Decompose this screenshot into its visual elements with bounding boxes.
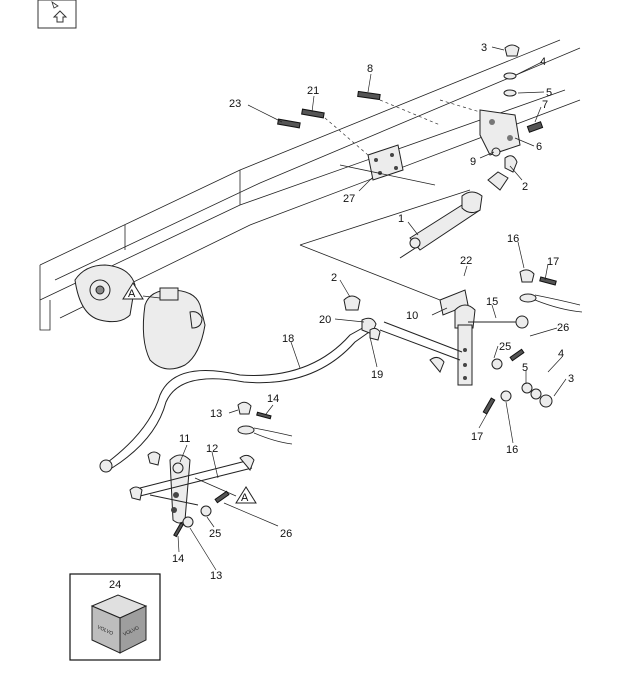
callout-2: 2 bbox=[522, 181, 528, 193]
callout-15: 15 bbox=[486, 296, 498, 308]
ref-a-label: A bbox=[128, 288, 136, 300]
bolts-top bbox=[277, 90, 441, 156]
upper-bracket bbox=[439, 44, 544, 173]
callout-labels: 3 4 5 7 8 21 23 6 9 2 27 1 16 17 22 2 15… bbox=[109, 42, 574, 591]
steering-gear bbox=[74, 264, 206, 370]
callout-25: 25 bbox=[209, 528, 221, 540]
callout-1: 1 bbox=[398, 213, 404, 225]
callout-6: 6 bbox=[536, 141, 542, 153]
reference-marker-a-top: A bbox=[122, 282, 161, 300]
callout-2: 2 bbox=[331, 272, 337, 284]
callout-21: 21 bbox=[307, 85, 319, 97]
callout-24: 24 bbox=[109, 579, 121, 591]
lower-arm-assembly bbox=[129, 451, 255, 538]
callout-5: 5 bbox=[546, 87, 552, 99]
callout-17: 17 bbox=[547, 256, 559, 268]
callout-22: 22 bbox=[460, 255, 472, 267]
callout-27: 27 bbox=[343, 193, 355, 205]
center-bracket bbox=[439, 289, 529, 386]
leader-lines bbox=[177, 46, 567, 571]
callout-18: 18 bbox=[282, 333, 294, 345]
callout-3: 3 bbox=[481, 42, 487, 54]
callout-3: 3 bbox=[568, 373, 574, 385]
right-rod bbox=[379, 321, 463, 373]
home-arrow-icon[interactable] bbox=[37, 0, 77, 29]
callout-8: 8 bbox=[367, 63, 373, 75]
callout-26: 26 bbox=[280, 528, 292, 540]
right-clamp-parts bbox=[482, 269, 583, 415]
callout-4: 4 bbox=[540, 56, 546, 68]
callout-16: 16 bbox=[507, 233, 519, 245]
callout-20: 20 bbox=[319, 314, 331, 326]
callout-17: 17 bbox=[471, 431, 483, 443]
steering-cylinder bbox=[399, 171, 509, 259]
callout-9: 9 bbox=[470, 156, 476, 168]
callout-10: 10 bbox=[406, 310, 418, 322]
left-clamp-parts bbox=[237, 401, 293, 445]
callout-5: 5 bbox=[522, 362, 528, 374]
callout-4: 4 bbox=[558, 348, 564, 360]
callout-14: 14 bbox=[267, 393, 279, 405]
drag-rod bbox=[99, 317, 377, 473]
callout-16: 16 bbox=[506, 444, 518, 456]
kit-box-frame: VOLVO VOLVO bbox=[69, 573, 161, 661]
joint-nuts bbox=[343, 295, 381, 341]
callout-19: 19 bbox=[371, 369, 383, 381]
callout-7: 7 bbox=[542, 99, 548, 111]
callout-11: 11 bbox=[179, 433, 190, 445]
callout-14: 14 bbox=[172, 553, 184, 565]
callout-13: 13 bbox=[210, 570, 222, 582]
callout-12: 12 bbox=[206, 443, 218, 455]
callout-26: 26 bbox=[557, 322, 569, 334]
ref-a-label: A bbox=[241, 492, 249, 504]
reference-marker-a-bottom: A bbox=[194, 477, 257, 504]
callout-13: 13 bbox=[210, 408, 222, 420]
callout-25: 25 bbox=[499, 341, 511, 353]
callout-23: 23 bbox=[229, 98, 241, 110]
